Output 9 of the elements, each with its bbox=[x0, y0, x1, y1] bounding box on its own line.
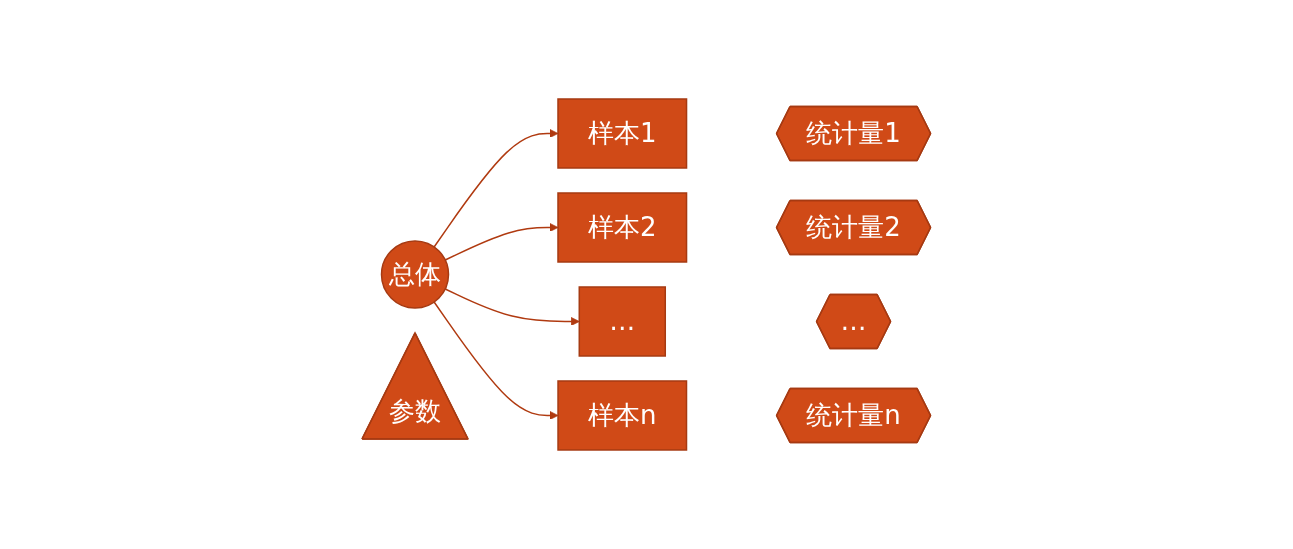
node-box: 样本2 bbox=[557, 192, 688, 263]
arrow bbox=[444, 288, 580, 326]
node-box: 样本n bbox=[557, 380, 688, 451]
arrow bbox=[433, 129, 559, 248]
node-box: … bbox=[578, 286, 667, 357]
node-box: 样本1 bbox=[557, 98, 688, 169]
node-circle: 总体 bbox=[380, 240, 450, 309]
arrow bbox=[433, 301, 559, 420]
arrow bbox=[444, 223, 559, 261]
